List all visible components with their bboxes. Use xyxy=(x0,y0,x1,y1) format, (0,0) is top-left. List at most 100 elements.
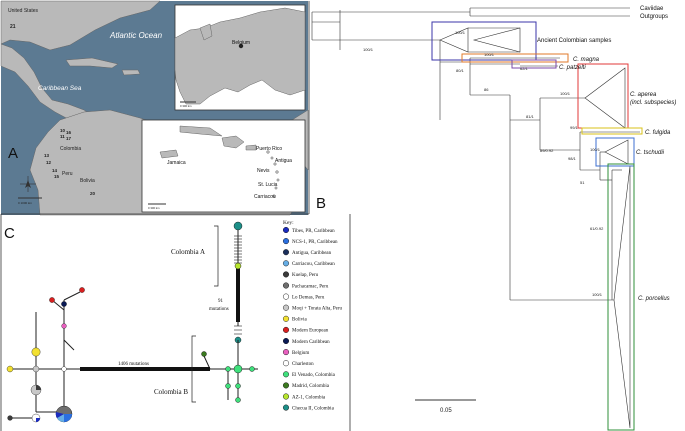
site-21: 21 xyxy=(10,24,16,30)
legend-swatch xyxy=(282,326,290,333)
box-tschudii xyxy=(595,137,635,167)
node-madrid xyxy=(201,351,207,357)
label-colombia: Colombia xyxy=(60,146,81,152)
legend-swatch xyxy=(282,226,290,234)
taxon-aperea: C. aperea xyxy=(630,92,657,98)
site-10: 10 xyxy=(60,128,66,133)
node-bolivia xyxy=(6,365,14,373)
label-mut91-b: mutations xyxy=(209,307,229,312)
legend-swatch xyxy=(282,393,290,400)
taxon-magna: C. magna xyxy=(573,57,600,63)
panel-label-c: C xyxy=(4,225,15,242)
node-pie-slice xyxy=(36,385,41,390)
node-pie-slice xyxy=(55,412,64,418)
site-15: 15 xyxy=(54,174,60,179)
legend-label: Pachacamac, Peru xyxy=(292,284,329,289)
node-az1 xyxy=(234,262,242,270)
legend-swatch xyxy=(282,360,290,367)
box-aperea xyxy=(577,63,629,129)
label-nevis: Nevis xyxy=(257,168,270,174)
legend-swatch xyxy=(282,382,290,389)
node-el-venado xyxy=(225,383,231,389)
site-16: 16 xyxy=(66,130,72,135)
phylogeny-panel xyxy=(311,7,640,429)
taxon-caviidae: Caviidae xyxy=(640,6,664,12)
node-el-venado xyxy=(249,366,255,372)
site-13: 13 xyxy=(44,153,50,158)
scale-label-europe: 0 300 km xyxy=(180,104,192,108)
legend-label: Lo Demas, Peru xyxy=(292,295,325,300)
legend-swatch xyxy=(282,337,290,345)
taxon-fulgida: C. fulgida xyxy=(645,130,671,136)
box-fulgida xyxy=(581,127,643,135)
legend-label: Carriacou, Caribbean xyxy=(292,262,335,267)
europe-inset: Belgium 0 300 km xyxy=(174,4,306,111)
legend-label: Charleston xyxy=(292,362,314,367)
label-caribbean-sea: Caribbean Sea xyxy=(38,85,82,92)
support-value: 100/1 xyxy=(484,52,495,57)
legend-title: Key: xyxy=(283,220,294,226)
site-20: 20 xyxy=(90,191,96,196)
label-mut1406: 1406 mutations xyxy=(118,362,149,367)
site-11: 11 xyxy=(60,134,65,139)
legend-label: Modern European xyxy=(292,329,329,334)
node-pie-slice xyxy=(36,418,40,422)
node-modern-european xyxy=(79,287,85,293)
legend-label: Moqi + Torata Alta, Peru xyxy=(292,307,343,312)
node-checua xyxy=(233,221,243,231)
node-el-venado xyxy=(225,366,231,372)
legend-label: Checua II, Colombia xyxy=(292,406,335,411)
node-lo-demas xyxy=(61,366,67,372)
legend-swatch xyxy=(282,371,290,378)
node-belgium xyxy=(61,323,67,329)
caribbean-inset: Puerto Rico Antigua Nevis St. Lucia Carr… xyxy=(141,119,306,213)
site-12: 12 xyxy=(46,160,52,165)
site-17: 17 xyxy=(66,136,72,141)
support-value: 62/1 xyxy=(520,66,529,71)
taxon-ancient: Ancient Colombian samples xyxy=(537,38,611,44)
legend-label: Modern Caribbean xyxy=(292,340,330,345)
taxon-outgroups: Outgroups xyxy=(640,14,668,20)
cuba-land xyxy=(65,57,119,69)
box-porcellus xyxy=(607,163,635,431)
support-value: 61/0.92 xyxy=(590,226,604,231)
panel-label-b: B xyxy=(316,195,326,212)
label-st-lucia: St. Lucia xyxy=(258,182,278,188)
label-bolivia: Bolivia xyxy=(80,178,95,184)
support-value: 100/1 xyxy=(590,147,601,152)
label-puerto-rico: Puerto Rico xyxy=(256,146,282,152)
scale-label-caribbean: 0 300 km xyxy=(148,206,160,210)
legend-swatch xyxy=(282,238,290,245)
legend-swatch xyxy=(282,282,290,289)
network-panel: C xyxy=(4,220,343,423)
legend-label: NCS-1, PR, Caribbean xyxy=(292,240,338,245)
legend-label: Antigua, Caribbean xyxy=(292,251,332,256)
legend-swatch xyxy=(282,293,290,300)
legend-label: Madrid, Colombia xyxy=(292,384,330,389)
label-belgium: Belgium xyxy=(232,40,250,46)
legend-swatch xyxy=(282,349,290,356)
support-value: 99/1 xyxy=(570,125,579,130)
legend-label: Belgium xyxy=(292,351,309,356)
node-modern-caribbean xyxy=(61,301,67,307)
north-america-land xyxy=(0,0,161,51)
map-panel: United States Atlantic Ocean Caribbean S… xyxy=(0,0,309,216)
node-moqi xyxy=(32,365,40,373)
taxon-porcellus: C. porcellus xyxy=(638,296,670,302)
label-united-states: United States xyxy=(8,8,39,14)
support-value: 81/1 xyxy=(526,114,535,119)
site-14: 14 xyxy=(52,168,58,173)
legend-swatch xyxy=(282,271,290,278)
taxon-patzelti: C. patzelti xyxy=(559,65,586,71)
node-pie-slice xyxy=(57,414,64,423)
support-value: 51 xyxy=(580,180,585,185)
scale-label-main: 0 1000 km xyxy=(18,201,33,205)
support-value: 100/1 xyxy=(455,30,466,35)
legend-label: Bolivia xyxy=(292,318,308,323)
support-value: 100/1 xyxy=(560,91,571,96)
label-peru: Peru xyxy=(62,171,73,177)
legend-label: El Venado, Colombia xyxy=(292,373,336,378)
legend-label: Tibes, PR, Caribbean xyxy=(292,229,335,234)
